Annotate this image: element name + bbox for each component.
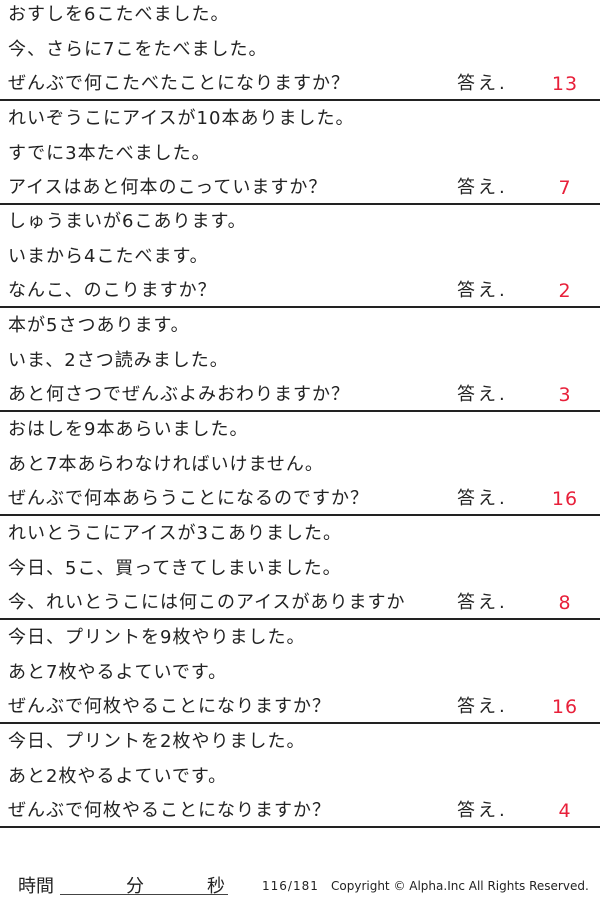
problem-text: ぜんぶで何こたべたことになりますか？ — [8, 73, 350, 95]
problem-line: ぜんぶで何本あらうことになるのですか？ 答え. 16 — [0, 482, 600, 517]
problem-line: おすしを6こたべました。 — [0, 0, 600, 33]
answer-label: 答え. — [457, 696, 508, 718]
problem-line: なんこ、のこりますか？ 答え. 2 — [0, 274, 600, 309]
problem-line: あと7本あらわなければいけません。 — [0, 448, 600, 483]
problem-text: あと7本あらわなければいけません。 — [8, 453, 324, 475]
footer: 時間 分 秒 116/181 Copyright © Alpha.Inc All… — [0, 872, 600, 898]
copyright: Copyright © Alpha.Inc All Rights Reserve… — [331, 879, 589, 893]
problem-text: ぜんぶで何枚やることになりますか？ — [8, 696, 331, 718]
problem-line: しゅうまいが6こあります。 — [0, 205, 600, 240]
answer-value: 13 — [551, 73, 579, 96]
minutes-label: 分 — [126, 876, 144, 897]
problem-text: 今日、プリントを9枚やりました。 — [8, 627, 306, 648]
problem-5: おはしを9本あらいました。あと7本あらわなければいけません。ぜんぶで何本あらうこ… — [0, 413, 600, 516]
problem-6: れいとうこにアイスが3こありました。今日、5こ、買ってきてしまいました。今、れい… — [0, 517, 600, 620]
answer-label: 答え. — [457, 488, 508, 510]
problem-text: おはしを9本あらいました。 — [8, 419, 249, 440]
problem-line: 今、れいとうこには何このアイスがありますか 答え. 8 — [0, 586, 600, 621]
problem-line: 今、さらに7こをたべました。 — [0, 33, 600, 68]
answer-value: 2 — [558, 280, 572, 303]
time-label: 時間 — [18, 876, 54, 897]
answer-label: 答え. — [457, 177, 508, 199]
problem-text: いまから4こたべます。 — [8, 245, 209, 267]
problem-text: 今、さらに7こをたべました。 — [8, 38, 268, 60]
problem-text: アイスはあと何本のこっていますか？ — [8, 177, 328, 199]
problem-line: れいとうこにアイスが3こありました。 — [0, 517, 600, 552]
problem-line: 今日、プリントを9枚やりました。 — [0, 621, 600, 656]
problem-line: れいぞうこにアイスが10本ありました。 — [0, 102, 600, 137]
problem-text: あと2枚やるよていです。 — [8, 765, 228, 787]
answer-label: 答え. — [457, 280, 508, 302]
answer-value: 16 — [551, 488, 579, 511]
problem-line: いまから4こたべます。 — [0, 240, 600, 275]
problem-text: 今、れいとうこには何このアイスがありますか — [8, 592, 406, 614]
problem-8: 今日、プリントを2枚やりました。あと2枚やるよていです。ぜんぶで何枚やることにな… — [0, 725, 600, 828]
answer-label: 答え. — [457, 800, 508, 822]
problem-text: れいぞうこにアイスが10本ありました。 — [8, 108, 355, 129]
problem-7: 今日、プリントを9枚やりました。あと7枚やるよていです。ぜんぶで何枚やることにな… — [0, 621, 600, 724]
problem-1: おすしを6こたべました。今、さらに7こをたべました。ぜんぶで何こたべたことになり… — [0, 0, 600, 101]
problem-line: アイスはあと何本のこっていますか？ 答え. 7 — [0, 171, 600, 206]
answer-label: 答え. — [457, 592, 508, 614]
problem-line: あと何さつでぜんぶよみおわりますか？ 答え. 3 — [0, 378, 600, 413]
problem-text: あと何さつでぜんぶよみおわりますか？ — [8, 384, 350, 406]
problem-line: ぜんぶで何こたべたことになりますか？ 答え. 13 — [0, 67, 600, 102]
problem-text: いま、2さつ読みました。 — [8, 349, 229, 371]
problem-text: ぜんぶで何本あらうことになるのですか？ — [8, 488, 369, 510]
problem-text: 今日、プリントを2枚やりました。 — [8, 731, 306, 752]
problem-line: ぜんぶで何枚やることになりますか？ 答え. 4 — [0, 794, 600, 829]
problem-3: しゅうまいが6こあります。いまから4こたべます。なんこ、のこりますか？ 答え. 2 — [0, 205, 600, 308]
problem-text: おすしを6こたべました。 — [8, 4, 230, 25]
answer-value: 3 — [558, 384, 572, 407]
time-entry-line — [60, 894, 228, 895]
problem-line: 今日、プリントを2枚やりました。 — [0, 725, 600, 760]
problem-line: あと2枚やるよていです。 — [0, 760, 600, 795]
answer-value: 4 — [558, 800, 572, 823]
problem-line: いま、2さつ読みました。 — [0, 344, 600, 379]
seconds-label: 秒 — [207, 876, 225, 897]
problem-text: ぜんぶで何枚やることになりますか？ — [8, 800, 331, 822]
problem-line: すでに3本たべました。 — [0, 137, 600, 172]
problem-text: 今日、5こ、買ってきてしまいました。 — [8, 557, 342, 579]
answer-label: 答え. — [457, 73, 508, 95]
problem-line: おはしを9本あらいました。 — [0, 413, 600, 448]
problem-text: すでに3本たべました。 — [8, 142, 211, 164]
answer-value: 7 — [558, 177, 572, 200]
problem-text: しゅうまいが6こあります。 — [8, 211, 247, 232]
problem-text: 本が5さつあります。 — [8, 315, 190, 336]
answer-value: 16 — [551, 696, 579, 719]
answer-value: 8 — [558, 592, 572, 615]
problem-4: 本が5さつあります。いま、2さつ読みました。あと何さつでぜんぶよみおわりますか？… — [0, 309, 600, 412]
problem-text: れいとうこにアイスが3こありました。 — [8, 523, 343, 544]
problem-text: あと7枚やるよていです。 — [8, 661, 228, 683]
answer-label: 答え. — [457, 384, 508, 406]
problem-line: あと7枚やるよていです。 — [0, 656, 600, 691]
page-number: 116/181 — [262, 879, 319, 893]
problem-line: ぜんぶで何枚やることになりますか？ 答え. 16 — [0, 690, 600, 725]
problem-line: 今日、5こ、買ってきてしまいました。 — [0, 552, 600, 587]
problem-text: なんこ、のこりますか？ — [8, 280, 217, 302]
problem-line: 本が5さつあります。 — [0, 309, 600, 344]
problem-2: れいぞうこにアイスが10本ありました。すでに3本たべました。アイスはあと何本のこ… — [0, 102, 600, 205]
